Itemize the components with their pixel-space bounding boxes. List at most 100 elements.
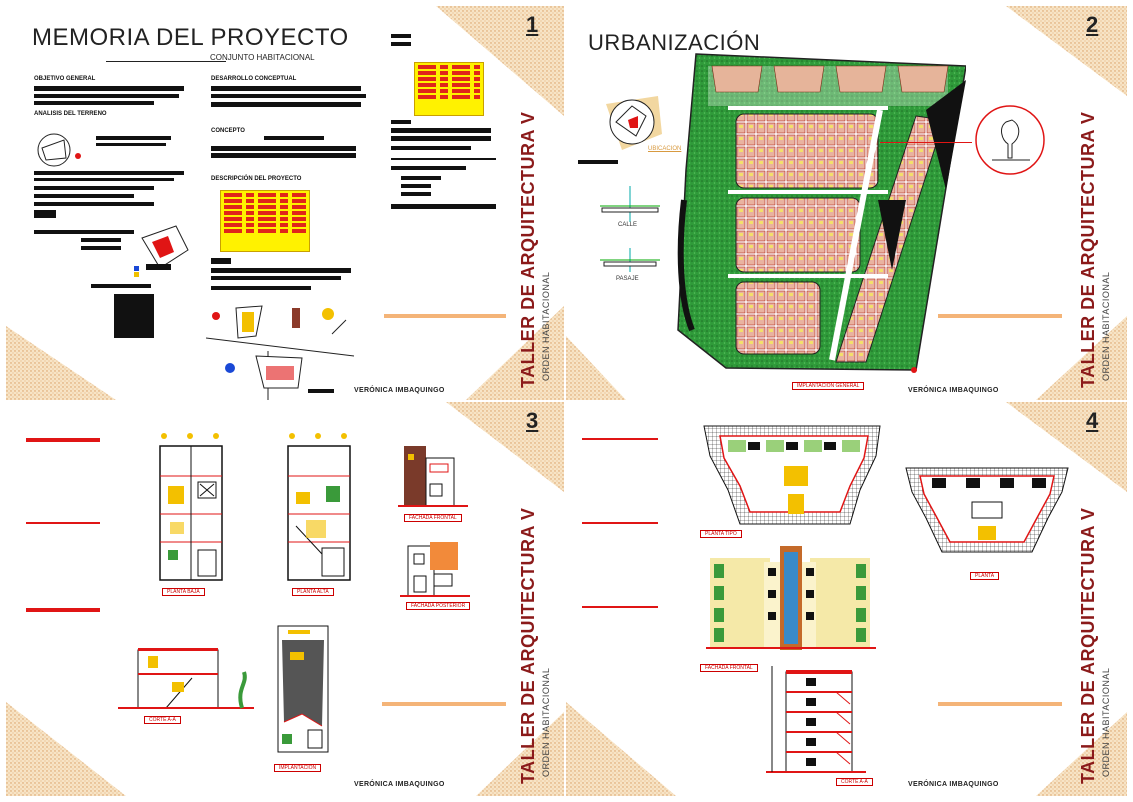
- sheet-2-sand-corners: [566, 6, 1127, 400]
- decor-bar: [382, 702, 506, 706]
- text-block: [96, 143, 166, 146]
- text-block: [264, 136, 324, 140]
- rear-elevation: [400, 542, 470, 597]
- text-block: [34, 210, 56, 218]
- implantacion-caption: IMPLANTACION GENERAL: [792, 382, 865, 390]
- order-label: ORDEN HABITACIONAL: [541, 271, 551, 381]
- secondary-floor-plan: [905, 467, 1069, 553]
- site-plan: [677, 53, 966, 373]
- ubicacion-label: UBICACION: [648, 146, 682, 152]
- planta-caption: PLANTA: [970, 572, 1000, 580]
- red-bar: [26, 608, 100, 612]
- planta-tipo-caption: PLANTA TIPO: [700, 530, 742, 538]
- text-block: [391, 204, 496, 209]
- legend-color: [134, 266, 139, 271]
- order-label: ORDEN HABITACIONAL: [1101, 667, 1111, 777]
- text-block: [211, 153, 356, 158]
- planta-alta-caption: PLANTA ALTA: [292, 588, 334, 596]
- text-block: [211, 146, 356, 151]
- author-name: VERÓNICA IMBAQUINGO: [354, 387, 445, 394]
- sheet-3-plans: 3 PLANTA BAJA PLANTA ALTA: [6, 402, 564, 796]
- course-title: TALLER DE ARQUITECTURA V: [518, 111, 538, 388]
- fachada-posterior-caption: FACHADA POSTERIOR: [406, 602, 471, 610]
- text-block: [211, 102, 361, 107]
- descripcion-heading: DESCRIPCIÓN DEL PROYECTO: [211, 176, 302, 182]
- text-block: [34, 230, 134, 234]
- objetivo-heading: OBJETIVO GENERAL: [34, 76, 96, 82]
- sheet-number: 1: [526, 12, 539, 37]
- text-block: [391, 42, 411, 46]
- sheet-4-building: 4 PLANTA TIPO PLANTA FACHADA FR: [566, 402, 1127, 796]
- fachada-caption: FACHADA FRONTAL: [700, 664, 758, 672]
- author-name: VERÓNICA IMBAQUINGO: [354, 781, 445, 788]
- course-title: TALLER DE ARQUITECTURA V: [518, 507, 538, 784]
- calle-label: CALLE: [618, 222, 638, 228]
- text-block: [81, 246, 121, 250]
- sheet-title: MEMORIA DEL PROYECTO: [32, 24, 349, 51]
- text-block: [114, 294, 154, 338]
- author-name: VERÓNICA IMBAQUINGO: [908, 387, 999, 394]
- upper-floor-plan: [287, 433, 351, 581]
- course-title: TALLER DE ARQUITECTURA V: [1078, 507, 1098, 784]
- sheet-1-memoria: 1 MEMORIA DEL PROYECTO CONJUNTO HABITACI…: [6, 6, 564, 400]
- text-block: [34, 86, 184, 91]
- sheet-number: 4: [1086, 408, 1099, 433]
- legend-color: [134, 272, 139, 277]
- text-block: [391, 120, 411, 124]
- text-block: [401, 184, 431, 188]
- fachada-frontal-caption: FACHADA FRONTAL: [404, 514, 462, 522]
- building-facade: [706, 546, 876, 650]
- sheet-4-sand-corners: [566, 402, 1127, 796]
- text-block: [91, 284, 151, 288]
- text-block: [34, 194, 134, 198]
- legend-text: [146, 264, 171, 270]
- site-map-sketch: [37, 133, 81, 167]
- analisis-heading: ANALISIS DEL TERRENO: [34, 111, 107, 117]
- sheet-number: 3: [526, 408, 539, 433]
- tree-detail: [975, 105, 1045, 175]
- red-bar: [582, 522, 658, 524]
- concepto-heading: CONCEPTO: [211, 128, 245, 134]
- typical-floor-plan: [703, 425, 881, 525]
- text-block: [34, 186, 154, 190]
- text-block: [391, 166, 466, 170]
- text-block: [34, 94, 179, 98]
- summary-table: [414, 62, 484, 116]
- implantacion-caption: IMPLANTACION: [274, 764, 322, 772]
- text-block: [401, 176, 441, 180]
- title-underline: [106, 61, 226, 62]
- text-block: [96, 136, 171, 140]
- area-table: [220, 190, 310, 252]
- sheet-number: 2: [1086, 12, 1099, 37]
- sheet-subtitle: CONJUNTO HABITACIONAL: [210, 53, 315, 62]
- text-block: [211, 286, 311, 290]
- decor-bar: [938, 702, 1062, 706]
- ground-floor-plan: [159, 433, 223, 581]
- text-block: [391, 158, 496, 160]
- implantation-plan: [277, 625, 329, 753]
- text-block: [34, 171, 184, 175]
- red-bar: [26, 522, 100, 524]
- leader-line: [880, 142, 972, 143]
- planta-baja-caption: PLANTA BAJA: [162, 588, 205, 596]
- text-block: [578, 160, 618, 164]
- pasaje-label: PASAJE: [616, 276, 639, 282]
- corte-caption: CORTE A-A: [144, 716, 181, 724]
- text-block: [391, 128, 491, 133]
- text-block: [211, 86, 361, 91]
- text-block: [391, 34, 411, 38]
- desarrollo-heading: DESARROLLO CONCEPTUAL: [211, 76, 297, 82]
- text-block: [308, 389, 334, 393]
- decor-bar: [938, 314, 1062, 318]
- text-block: [81, 238, 121, 242]
- order-label: ORDEN HABITACIONAL: [1101, 271, 1111, 381]
- text-block: [211, 268, 351, 273]
- sheet-title: URBANIZACIÓN: [588, 30, 761, 55]
- author-name: VERÓNICA IMBAQUINGO: [908, 781, 999, 788]
- text-block: [391, 136, 491, 141]
- sheet-1-sand-corners: [6, 6, 564, 400]
- text-block: [391, 146, 471, 150]
- text-block: [211, 94, 366, 98]
- course-title: TALLER DE ARQUITECTURA V: [1078, 111, 1098, 388]
- text-block: [211, 258, 231, 264]
